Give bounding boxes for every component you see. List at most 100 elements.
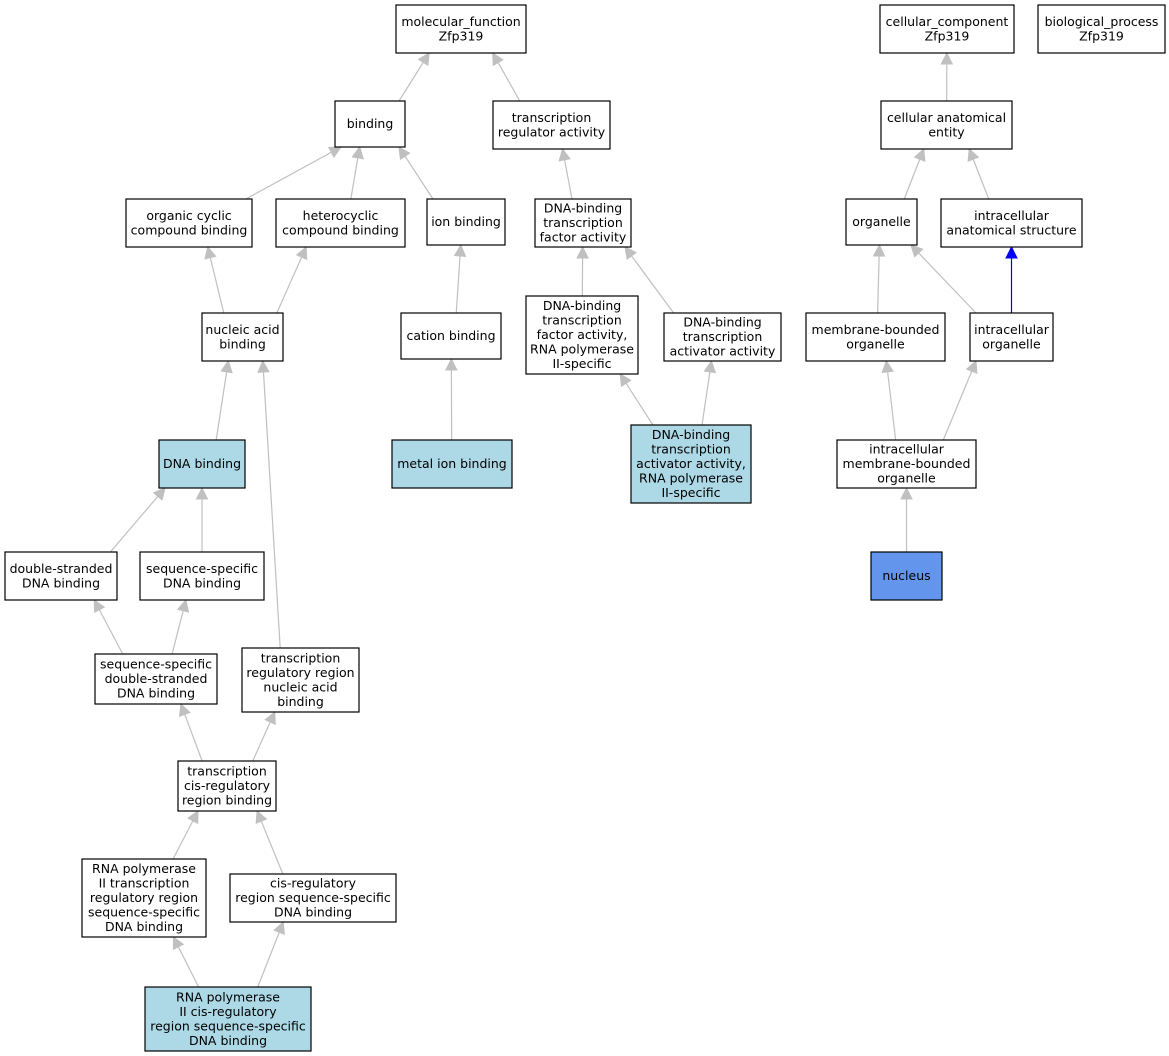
node-label: Zfp319 (925, 28, 970, 43)
node-box[interactable] (81, 858, 207, 938)
node-box[interactable] (177, 760, 277, 812)
node-box[interactable] (125, 198, 253, 248)
node-binding[interactable]: binding (334, 100, 406, 148)
node-cation-binding[interactable]: cation binding (400, 312, 502, 360)
node-box[interactable] (241, 647, 360, 713)
node-box[interactable] (663, 312, 782, 362)
node-label: sequence-specific (146, 561, 258, 576)
node-box[interactable] (870, 551, 943, 601)
node-ion-binding[interactable]: ion binding (426, 198, 506, 246)
node-label: RNA polymerase (639, 471, 743, 486)
edge-line (398, 61, 424, 102)
node-label: nucleus (882, 568, 930, 583)
node-box[interactable] (879, 4, 1015, 54)
node-box[interactable] (836, 439, 977, 489)
node-label: cis-regulatory (184, 778, 271, 793)
node-label: regulator activity (498, 124, 606, 139)
node-box[interactable] (534, 198, 632, 248)
node-box[interactable] (391, 439, 513, 489)
node-box[interactable] (492, 100, 611, 150)
node-organelle[interactable]: organelle (845, 198, 918, 246)
edge-nucleus-to-intracellular_membrane_bounded_organelle (900, 486, 913, 552)
node-box[interactable] (400, 312, 502, 360)
node-box[interactable] (940, 198, 1083, 248)
arrowhead-icon (176, 598, 190, 613)
node-label: RNA polymerase (176, 989, 280, 1004)
node-label: activator activity (670, 344, 776, 359)
node-label: organelle (877, 471, 936, 486)
edge-line (942, 370, 973, 441)
node-box[interactable] (805, 312, 946, 362)
edge-line (184, 714, 203, 762)
node-box[interactable] (426, 198, 506, 246)
node-box[interactable] (201, 312, 284, 362)
edge-cation_binding-to-ion_binding (453, 243, 467, 314)
edge-line (972, 159, 990, 200)
node-box[interactable] (1037, 4, 1166, 54)
node-box[interactable] (395, 4, 527, 54)
arrowhead-icon (910, 244, 924, 258)
edge-sequence_specific_dna_binding-to-dna_binding (195, 486, 209, 552)
edge-heterocyclic_compound_binding-to-binding (350, 145, 364, 200)
node-box[interactable] (525, 295, 639, 375)
edge-layer (93, 51, 1018, 988)
arrowhead-icon (398, 146, 411, 161)
node-box[interactable] (139, 551, 265, 601)
node-label: DNA binding (105, 919, 183, 934)
node-box[interactable] (880, 100, 1013, 150)
node-box[interactable] (144, 986, 312, 1052)
node-box[interactable] (158, 439, 246, 489)
node-label: nucleic acid (263, 679, 337, 694)
node-box[interactable] (630, 424, 752, 504)
edge-line (257, 932, 280, 988)
node-box[interactable] (845, 198, 918, 246)
node-box[interactable] (229, 873, 397, 923)
node-box[interactable] (969, 312, 1054, 362)
node-dna-binding[interactable]: DNA binding (158, 439, 246, 489)
node-box[interactable] (334, 100, 406, 148)
edge-line (262, 371, 281, 649)
arrowhead-icon (351, 145, 364, 160)
arrowhead-icon (1005, 245, 1018, 259)
node-label: DNA binding (163, 456, 241, 471)
arrowhead-icon (940, 51, 954, 65)
node-box[interactable] (275, 198, 406, 248)
edge-membrane_bounded_organelle-to-organelle (872, 243, 886, 314)
node-box[interactable] (4, 551, 118, 601)
edge-line (252, 721, 271, 762)
node-label: sequence-specific (88, 905, 200, 920)
node-label: transcription (543, 215, 623, 230)
node-label: binding (277, 694, 324, 709)
node-box[interactable] (94, 653, 218, 705)
arrowhead-icon (900, 486, 913, 500)
node-nucleus[interactable]: nucleus (870, 551, 943, 601)
node-label: DNA binding (163, 575, 241, 590)
node-metal-ion-binding[interactable]: metal ion binding (391, 439, 513, 489)
edge-line (177, 946, 200, 988)
arrowhead-icon (619, 373, 632, 388)
